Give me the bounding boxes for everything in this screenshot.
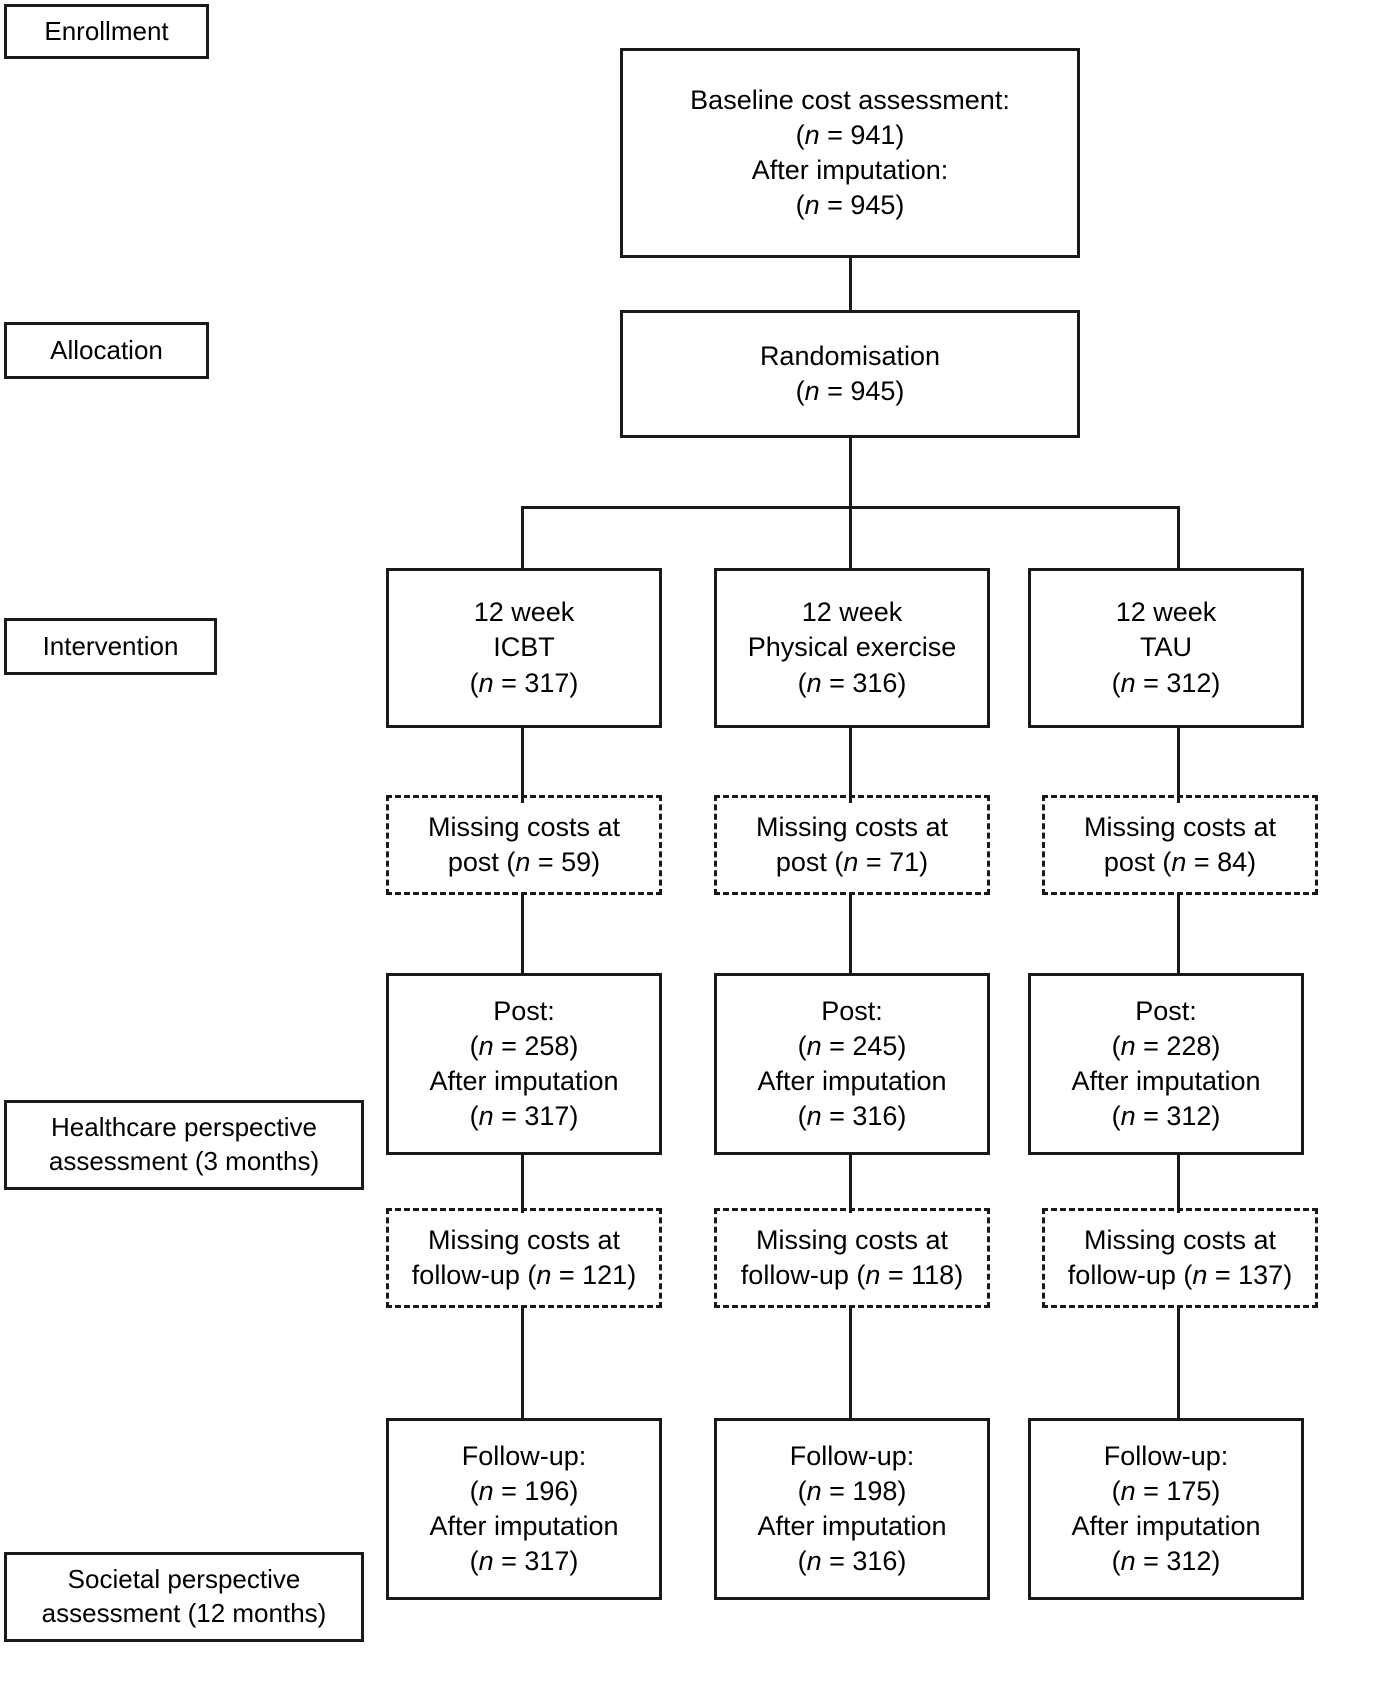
- physical-exercise-followup-line-n-imputed: (n = 316): [797, 1546, 907, 1577]
- baseline-line-after-imputation: After imputation:: [751, 155, 949, 185]
- icbt-followup-line-n-imputed: (n = 317): [469, 1546, 579, 1577]
- tau-post-line-n-observed: (n = 228): [1111, 1030, 1221, 1061]
- tau-followup-line-n-observed: (n = 175): [1111, 1475, 1221, 1506]
- tau-followup-line-after-imputation: After imputation: [1071, 1511, 1261, 1541]
- stage-label-enrollment: Enrollment: [4, 4, 209, 59]
- randomisation-line-n: (n = 945): [795, 376, 905, 406]
- connector-physical-exercise-missing-post-to-post: [849, 895, 852, 975]
- tau-intervention-line1: 12 week: [1115, 597, 1217, 628]
- stage-label-allocation-line1: Allocation: [50, 334, 163, 365]
- physical-exercise-intervention-line1: 12 week: [801, 597, 903, 628]
- tau-missing-post-line1: Missing costs at: [1083, 811, 1277, 842]
- node-post-tau: Post: (n = 228) After imputation (n = 31…: [1028, 973, 1304, 1155]
- tau-missing-followup-line1: Missing costs at: [1083, 1224, 1277, 1255]
- node-missing-followup-tau: Missing costs at follow-up (n = 137): [1042, 1208, 1318, 1308]
- stage-label-intervention: Intervention: [4, 618, 217, 675]
- connector-icbt-post-to-missing-followup: [521, 1155, 524, 1213]
- icbt-missing-post-line-n: post (n = 59): [447, 847, 601, 877]
- node-missing-followup-physical-exercise: Missing costs at follow-up (n = 118): [714, 1208, 990, 1308]
- connector-icbt-intervention-to-missing-post: [521, 728, 524, 803]
- physical-exercise-followup-line-n-observed: (n = 198): [797, 1475, 907, 1506]
- tau-intervention-line2: TAU: [1140, 632, 1192, 663]
- connector-icbt-missing-followup-to-followup: [521, 1308, 524, 1420]
- node-post-icbt: Post: (n = 258) After imputation (n = 31…: [386, 973, 662, 1155]
- physical-exercise-followup-line-after-imputation: After imputation: [757, 1511, 947, 1541]
- icbt-post-line-n-observed: (n = 258): [469, 1030, 579, 1061]
- icbt-missing-post-line1: Missing costs at: [427, 811, 621, 842]
- node-missing-post-tau: Missing costs at post (n = 84): [1042, 795, 1318, 895]
- icbt-intervention-line2: ICBT: [493, 632, 555, 663]
- physical-exercise-missing-followup-line-n: follow-up (n = 118): [740, 1260, 964, 1290]
- physical-exercise-followup-line-title: Follow-up:: [789, 1440, 915, 1471]
- node-missing-post-icbt: Missing costs at post (n = 59): [386, 795, 662, 895]
- tau-missing-post-line-n: post (n = 84): [1103, 847, 1257, 877]
- connector-tau-intervention-to-missing-post: [1177, 728, 1180, 803]
- icbt-followup-line-title: Follow-up:: [461, 1440, 587, 1471]
- physical-exercise-missing-post-line1: Missing costs at: [755, 811, 949, 842]
- stage-label-healthcare-line1: Healthcare perspective: [51, 1112, 317, 1143]
- physical-exercise-post-line-title: Post:: [821, 995, 883, 1026]
- node-intervention-tau: 12 week TAU (n = 312): [1028, 568, 1304, 728]
- tau-post-line-after-imputation: After imputation: [1071, 1066, 1261, 1096]
- icbt-missing-followup-line1: Missing costs at: [427, 1224, 621, 1255]
- stage-label-societal-line2: assessment (12 months): [41, 1598, 327, 1628]
- connector-bus-to-arm-tau: [1177, 506, 1180, 570]
- icbt-missing-followup-line-n: follow-up (n = 121): [411, 1260, 637, 1290]
- icbt-post-line-n-imputed: (n = 317): [469, 1101, 579, 1132]
- node-followup-tau: Follow-up: (n = 175) After imputation (n…: [1028, 1418, 1304, 1600]
- connector-tau-post-to-missing-followup: [1177, 1155, 1180, 1213]
- connector-randomisation-stem: [849, 438, 852, 508]
- connector-bus-to-arm-icbt: [521, 506, 524, 570]
- stage-label-societal-line1: Societal perspective: [67, 1564, 301, 1595]
- connector-physical-exercise-intervention-to-missing-post: [849, 728, 852, 803]
- stage-label-societal-perspective: Societal perspective assessment (12 mont…: [4, 1552, 364, 1642]
- connector-bus-to-arm-physical-exercise: [849, 506, 852, 570]
- tau-followup-line-title: Follow-up:: [1103, 1440, 1229, 1471]
- physical-exercise-missing-followup-line1: Missing costs at: [755, 1224, 949, 1255]
- tau-missing-followup-line-n: follow-up (n = 137): [1067, 1260, 1293, 1290]
- baseline-line-n-imputed: (n = 945): [795, 190, 905, 221]
- connector-physical-exercise-post-to-missing-followup: [849, 1155, 852, 1213]
- stage-label-healthcare-perspective: Healthcare perspective assessment (3 mon…: [4, 1100, 364, 1190]
- connector-baseline-to-randomisation: [849, 258, 852, 312]
- node-intervention-icbt: 12 week ICBT (n = 317): [386, 568, 662, 728]
- node-followup-physical-exercise: Follow-up: (n = 198) After imputation (n…: [714, 1418, 990, 1600]
- physical-exercise-intervention-line-n: (n = 316): [797, 667, 907, 698]
- icbt-intervention-line-n: (n = 317): [469, 667, 579, 698]
- stage-label-intervention-line1: Intervention: [42, 630, 179, 661]
- connector-physical-exercise-missing-followup-to-followup: [849, 1308, 852, 1420]
- node-followup-icbt: Follow-up: (n = 196) After imputation (n…: [386, 1418, 662, 1600]
- stage-label-healthcare-line2: assessment (3 months): [48, 1146, 320, 1176]
- icbt-post-line-after-imputation: After imputation: [429, 1066, 619, 1096]
- node-missing-post-physical-exercise: Missing costs at post (n = 71): [714, 795, 990, 895]
- tau-post-line-n-imputed: (n = 312): [1111, 1101, 1221, 1132]
- node-missing-followup-icbt: Missing costs at follow-up (n = 121): [386, 1208, 662, 1308]
- node-randomisation: Randomisation (n = 945): [620, 310, 1080, 438]
- baseline-line-n-observed: (n = 941): [795, 119, 905, 150]
- physical-exercise-post-line-n-observed: (n = 245): [797, 1030, 907, 1061]
- tau-followup-line-n-imputed: (n = 312): [1111, 1546, 1221, 1577]
- physical-exercise-post-line-after-imputation: After imputation: [757, 1066, 947, 1096]
- tau-post-line-title: Post:: [1135, 995, 1197, 1026]
- icbt-followup-line-n-observed: (n = 196): [469, 1475, 579, 1506]
- connector-icbt-missing-post-to-post: [521, 895, 524, 975]
- node-baseline-cost-assessment: Baseline cost assessment: (n = 941) Afte…: [620, 48, 1080, 258]
- physical-exercise-post-line-n-imputed: (n = 316): [797, 1101, 907, 1132]
- connector-tau-missing-post-to-post: [1177, 895, 1180, 975]
- randomisation-line-title: Randomisation: [759, 340, 941, 371]
- connector-tau-missing-followup-to-followup: [1177, 1308, 1180, 1420]
- baseline-line-title: Baseline cost assessment:: [690, 84, 1010, 115]
- stage-label-enrollment-line1: Enrollment: [44, 15, 169, 46]
- node-intervention-physical-exercise: 12 week Physical exercise (n = 316): [714, 568, 990, 728]
- icbt-followup-line-after-imputation: After imputation: [429, 1511, 619, 1541]
- icbt-post-line-title: Post:: [493, 995, 555, 1026]
- icbt-intervention-line1: 12 week: [473, 597, 575, 628]
- physical-exercise-missing-post-line-n: post (n = 71): [775, 847, 929, 877]
- tau-intervention-line-n: (n = 312): [1111, 667, 1221, 698]
- stage-label-allocation: Allocation: [4, 322, 209, 379]
- physical-exercise-intervention-line2: Physical exercise: [747, 632, 957, 663]
- node-post-physical-exercise: Post: (n = 245) After imputation (n = 31…: [714, 973, 990, 1155]
